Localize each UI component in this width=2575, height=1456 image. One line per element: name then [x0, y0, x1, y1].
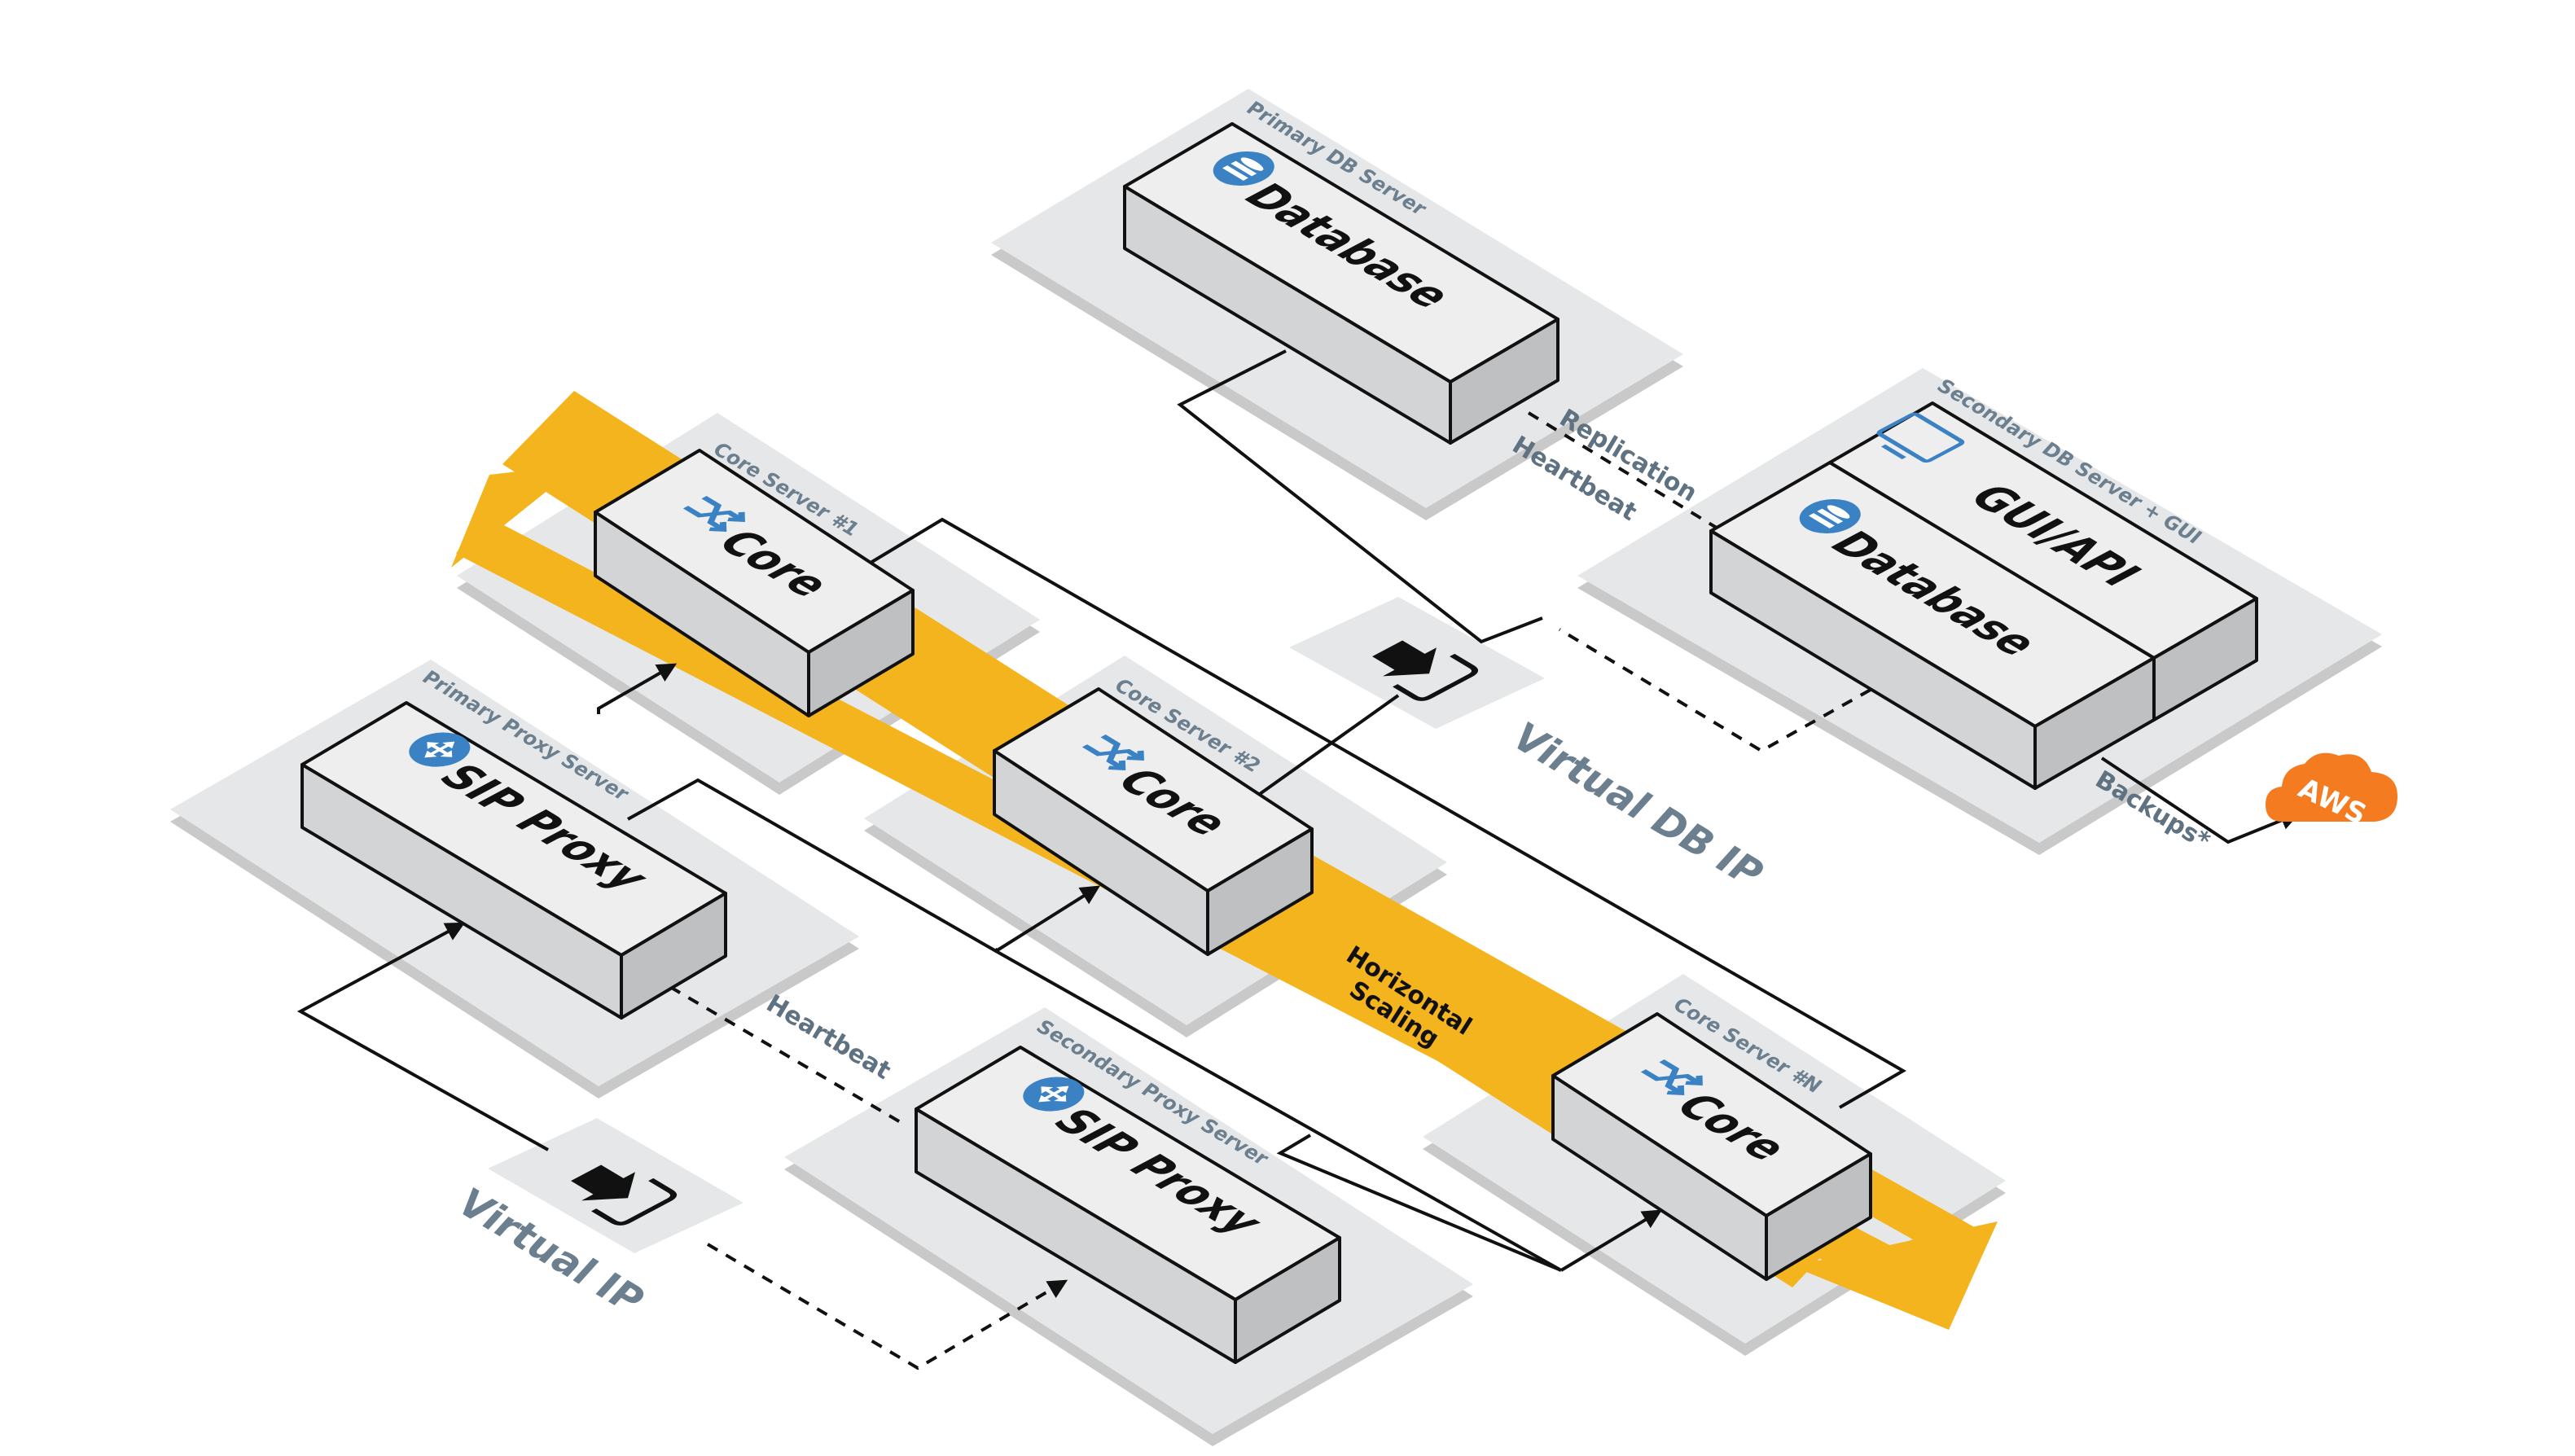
- connector-vip-primaryproxy: [296, 922, 549, 1151]
- label-virtual-db-ip: Virtual DB IP: [1506, 713, 1770, 897]
- connector-core1-coreN: [869, 517, 1907, 1109]
- connector-vip-secondaryproxy: [706, 1243, 1068, 1370]
- connector-backups-aws: [2100, 757, 2301, 844]
- box-core1[interactable]: [594, 449, 915, 717]
- move-arrows-icon: [1023, 1077, 1085, 1112]
- connector-proxy-core1: [597, 663, 678, 714]
- database-icon: [1799, 498, 1861, 534]
- connections: [296, 349, 2301, 1370]
- connector-proxy-bus: [627, 778, 1562, 1272]
- box-secondary-proxy[interactable]: [915, 1046, 1341, 1364]
- monitor-icon: [1876, 412, 1965, 463]
- connector-proxy-coreN: [1559, 1209, 1663, 1272]
- aws-cloud-icon: AWS: [2266, 752, 2397, 831]
- connector-secondarydb-vdbip: [1558, 628, 1871, 753]
- box-primary-proxy[interactable]: [300, 701, 727, 1020]
- move-arrows-icon: [409, 732, 471, 767]
- shuffle-icon: [682, 496, 745, 533]
- connector-vdbip-core2: [1258, 694, 1400, 796]
- connector-proxy-heartbeat: [669, 985, 905, 1125]
- box-coreN[interactable]: [1551, 1012, 1872, 1281]
- box-primary-db[interactable]: [1123, 122, 1559, 445]
- box-core2[interactable]: [993, 687, 1314, 956]
- connector-proxy-bus2: [1276, 1134, 1562, 1272]
- shuffle-icon: [1081, 735, 1144, 771]
- connector-db-replication: [1527, 411, 1721, 531]
- shuffle-icon: [1640, 1059, 1703, 1096]
- database-icon: [1213, 151, 1274, 186]
- login-icon: [571, 1164, 678, 1226]
- label-proxy-heartbeat: Heartbeat: [761, 989, 896, 1085]
- login-icon: [1372, 640, 1479, 701]
- connector-primarydb-vdbip: [1177, 349, 1543, 644]
